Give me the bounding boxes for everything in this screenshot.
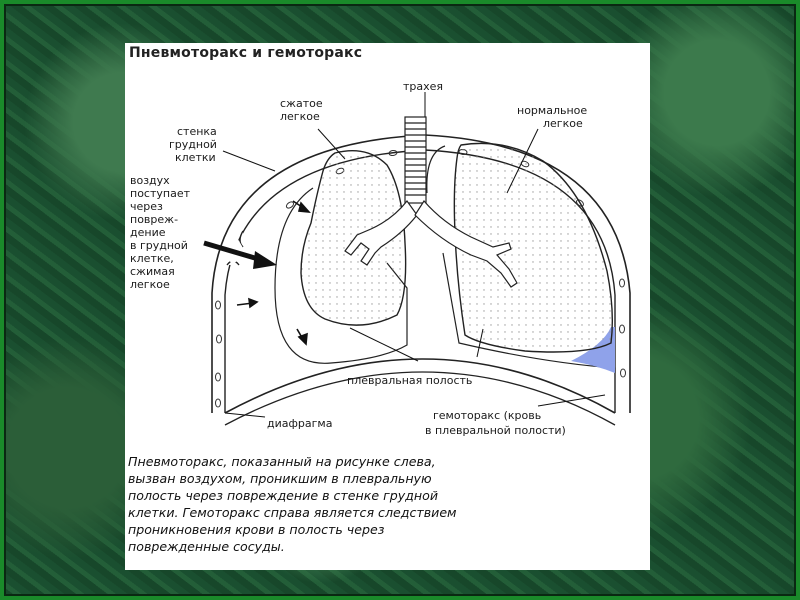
label-air-1: воздух	[130, 174, 170, 187]
label-normal-lung-1: нормальное	[517, 104, 587, 117]
leader-lines	[222, 92, 606, 418]
label-air-4: повреж-	[130, 213, 178, 226]
label-air-7: клетке,	[130, 252, 174, 265]
label-air-8: сжимая	[130, 265, 175, 278]
label-trachea: трахея	[403, 80, 443, 93]
normal-lung	[453, 142, 614, 353]
diaphragm-inner	[224, 371, 616, 426]
pneumothorax-diagram: трахея сжатое легкое нормальное легкое с…	[130, 80, 631, 437]
label-air-3: через	[130, 200, 163, 213]
label-air-6: в грудной	[130, 239, 188, 252]
label-air-5: дение	[130, 226, 166, 239]
caption-line: поврежденные сосуды.	[128, 539, 285, 554]
label-chest-wall-2: грудной	[169, 138, 217, 151]
left-bronchus	[344, 199, 418, 266]
caption-line: полость через повреждение в стенке грудн…	[128, 488, 439, 503]
caption-line: клетки. Гемоторакс справа является следс…	[128, 505, 457, 520]
figure-caption: Пневмоторакс, показанный на рисунке слев…	[128, 453, 648, 555]
label-pleural-cavity: плевральная полость	[347, 374, 472, 387]
label-air-9: легкое	[130, 278, 170, 291]
diaphragm	[224, 358, 616, 414]
caption-line: проникновения крови в полость через	[128, 522, 385, 537]
right-bronchus	[414, 200, 518, 288]
label-collapsed-lung-1: сжатое	[280, 97, 323, 110]
caption-line: Пневмоторакс, показанный на рисунке слев…	[128, 454, 436, 469]
figure-panel: Пневмоторакс и гемоторакс	[125, 43, 650, 570]
pressure-arrows	[236, 200, 311, 346]
label-hemothorax-2: в плевральной полости)	[425, 424, 566, 437]
label-hemothorax-1: гемоторакс (кровь	[433, 409, 541, 422]
label-collapsed-lung-2: легкое	[280, 110, 320, 123]
air-entry-arrow	[203, 240, 277, 269]
trachea	[404, 116, 427, 204]
label-air-2: поступает	[130, 187, 191, 200]
label-normal-lung-2: легкое	[543, 117, 583, 130]
label-chest-wall-3: клетки	[175, 151, 216, 164]
caption-line: вызван воздухом, проникшим в плевральную	[128, 471, 432, 486]
label-diaphragm: диафрагма	[267, 417, 332, 430]
label-chest-wall-1: стенка	[177, 125, 217, 138]
collapsed-lung	[300, 150, 407, 326]
figure-title: Пневмоторакс и гемоторакс	[129, 45, 363, 61]
